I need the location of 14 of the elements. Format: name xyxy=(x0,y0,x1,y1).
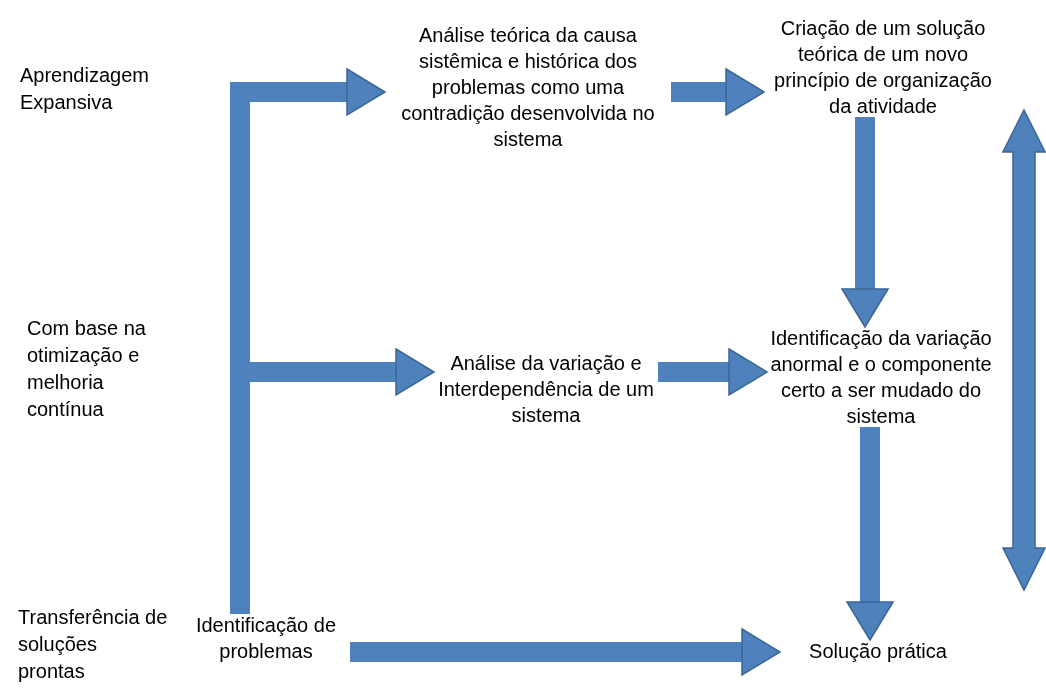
node-text: Identificação de problemas xyxy=(194,613,338,664)
block-arrow xyxy=(841,117,889,328)
node-text: Análise da variação e Interdependência de um sistema xyxy=(437,351,655,428)
node-text: Análise teórica da causa sistêmica e histórica dos problemas como uma contradição desenvolvida no sistema xyxy=(400,23,656,152)
block-arrow xyxy=(671,68,765,116)
level-label: Com base na otimização e melhoria contínua xyxy=(27,316,147,422)
block-arrow xyxy=(658,348,768,396)
node-text: Criação de um solução teórica de um novo princípio de organização da atividade xyxy=(773,16,993,119)
level-label: Aprendizagem Expansiva xyxy=(20,63,150,115)
block-arrow xyxy=(350,628,781,676)
node-text: Solução prática xyxy=(808,639,948,664)
block-arrow xyxy=(846,427,894,641)
node-text: Identificação da variação anormal e o componente certo a ser mudado do sistema xyxy=(769,326,993,429)
level-label: Transferência de soluções prontas xyxy=(18,605,168,684)
